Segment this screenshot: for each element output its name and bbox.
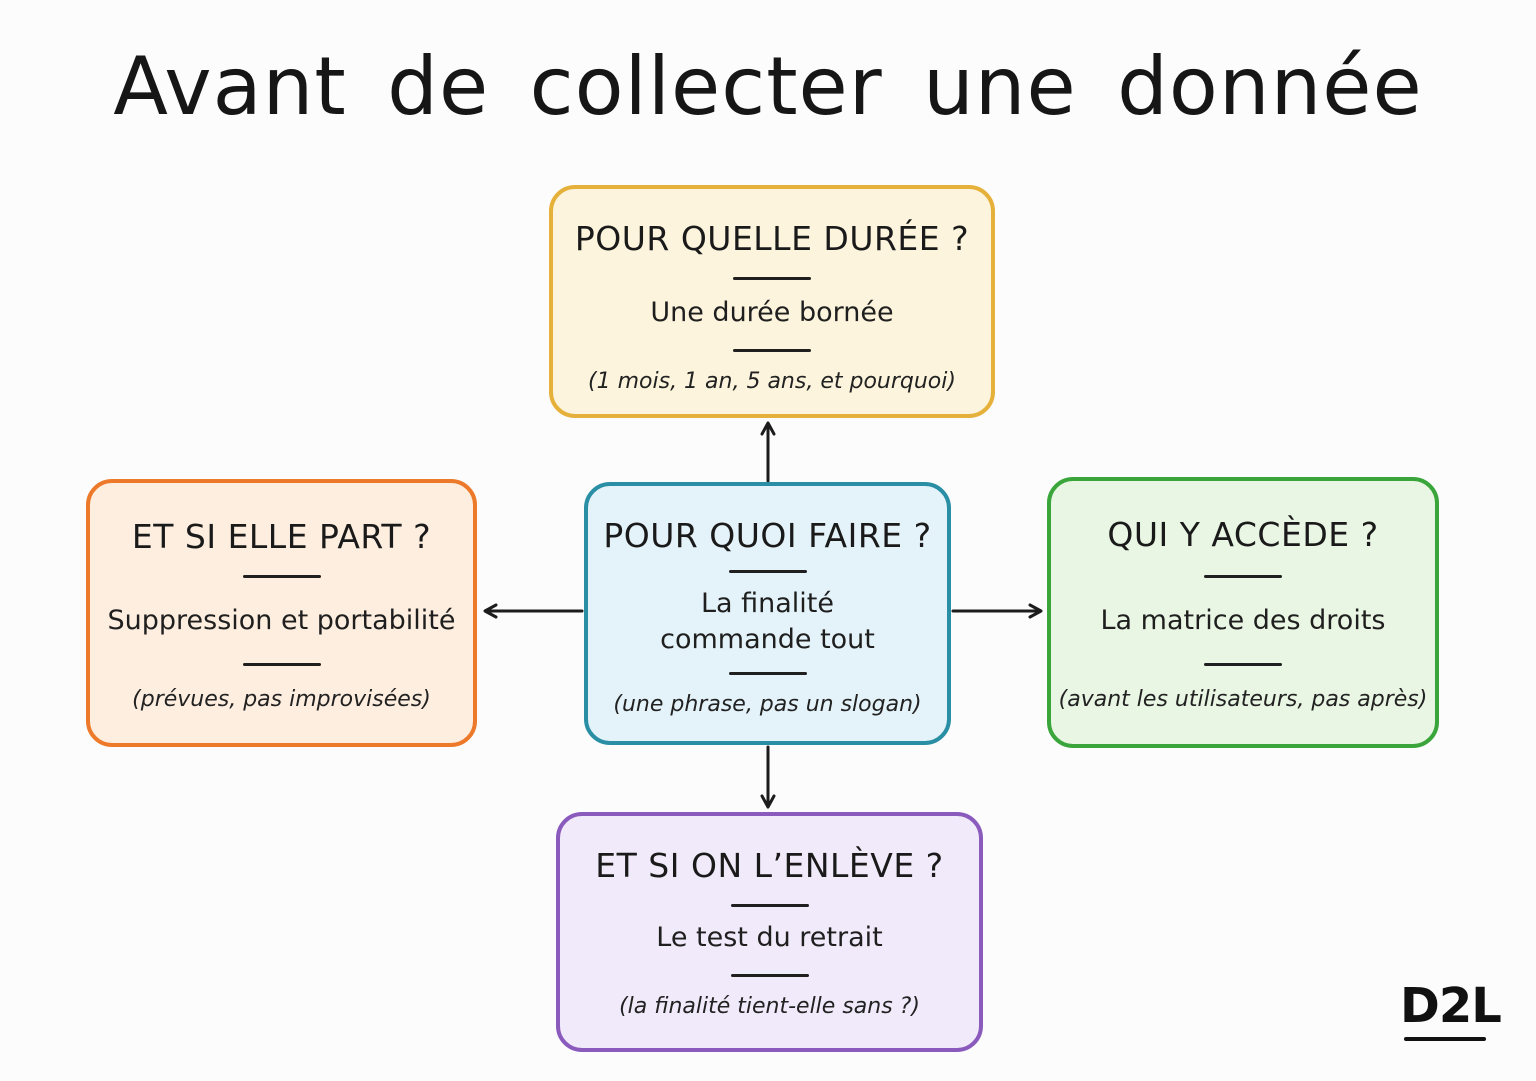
card-center-body-line2: commande tout bbox=[660, 624, 875, 655]
brand-logo: D2L bbox=[1400, 978, 1502, 1034]
card-top-body: Une durée bornée bbox=[650, 297, 894, 328]
card-access-rights: QUI Y ACCÈDE ? La matrice des droits (av… bbox=[1047, 477, 1439, 748]
card-top-note: (1 mois, 1 an, 5 ans, et pourquoi) bbox=[588, 369, 956, 394]
card-top-heading: POUR QUELLE DURÉE ? bbox=[574, 219, 970, 258]
card-left-divider-1 bbox=[242, 575, 321, 578]
card-top-divider-1 bbox=[733, 277, 811, 280]
card-top-divider-2 bbox=[733, 349, 811, 352]
card-purpose: POUR QUOI FAIRE ? La finalité commande t… bbox=[584, 482, 951, 745]
card-right-note: (avant les utilisateurs, pas après) bbox=[1058, 687, 1428, 712]
card-right-divider-2 bbox=[1204, 663, 1282, 666]
card-right-divider-1 bbox=[1204, 575, 1282, 578]
card-left-heading: ET SI ELLE PART ? bbox=[131, 517, 432, 556]
card-bottom-divider-1 bbox=[730, 904, 809, 907]
card-right-body: La matrice des droits bbox=[1100, 605, 1386, 636]
card-bottom-body: Le test du retrait bbox=[656, 922, 883, 953]
card-left-note: (prévues, pas improvisées) bbox=[132, 687, 431, 712]
card-right-heading: QUI Y ACCÈDE ? bbox=[1107, 515, 1379, 554]
card-center-body-line1: La finalité bbox=[700, 588, 835, 619]
card-bottom-divider-2 bbox=[730, 974, 809, 977]
card-left-divider-2 bbox=[242, 663, 321, 666]
card-bottom-note: (la finalité tient-elle sans ?) bbox=[619, 994, 920, 1019]
card-deletion-portability: ET SI ELLE PART ? Suppression et portabi… bbox=[86, 479, 477, 747]
card-retention-duration: POUR QUELLE DURÉE ? Une durée bornée (1 … bbox=[549, 185, 995, 418]
card-center-divider-1 bbox=[728, 570, 807, 573]
page-title: Avant de collecter une donnée bbox=[113, 40, 1423, 133]
brand-logo-underline bbox=[1404, 1037, 1486, 1041]
card-center-heading: POUR QUOI FAIRE ? bbox=[603, 516, 932, 555]
card-left-body: Suppression et portabilité bbox=[107, 605, 456, 636]
card-removal-test: ET SI ON L’ENLÈVE ? Le test du retrait (… bbox=[556, 812, 983, 1052]
card-bottom-heading: ET SI ON L’ENLÈVE ? bbox=[595, 846, 944, 885]
card-center-note: (une phrase, pas un slogan) bbox=[613, 692, 922, 717]
card-center-divider-2 bbox=[728, 672, 807, 675]
